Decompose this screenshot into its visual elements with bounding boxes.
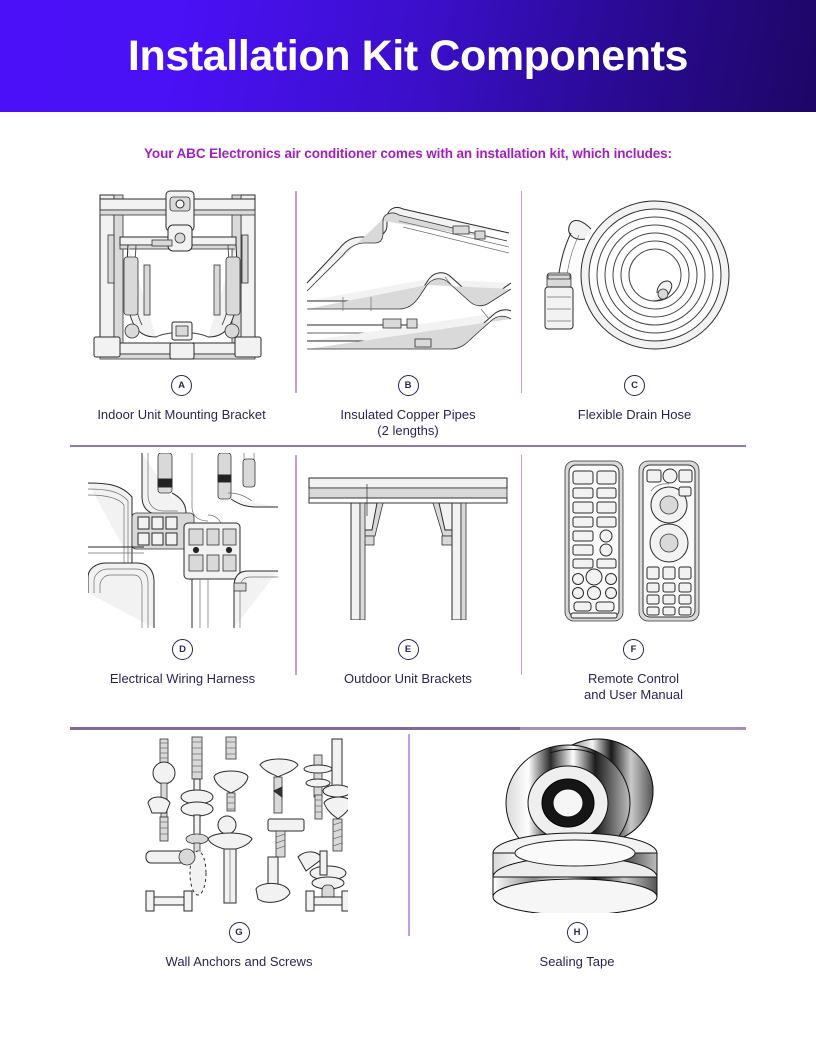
item-caption-d: Electrical Wiring Harness bbox=[110, 671, 255, 687]
sealing-tape-illustration bbox=[418, 730, 736, 916]
vertical-divider bbox=[520, 191, 523, 393]
item-caption-e: Outdoor Unit Brackets bbox=[344, 671, 472, 687]
wiring-harness-illustration bbox=[80, 447, 285, 633]
item-caption-g: Wall Anchors and Screws bbox=[166, 954, 313, 970]
item-badge-h: H bbox=[566, 921, 588, 943]
item-badge-a: A bbox=[171, 375, 192, 396]
component-cell-d[interactable]: D Electrical Wiring Harness bbox=[70, 447, 295, 727]
component-cell-g[interactable]: G Wall Anchors and Screws bbox=[70, 730, 408, 990]
item-label-d: Electrical Wiring Harness bbox=[109, 671, 256, 687]
component-cell-c[interactable]: C Flexible Drain Hose bbox=[523, 183, 746, 445]
item-badge-e: E bbox=[397, 639, 419, 661]
page-title: Installation Kit Components bbox=[127, 31, 689, 80]
item-label-g: Wall Anchors and Screws bbox=[165, 953, 313, 969]
item-badge-d: D bbox=[172, 639, 193, 661]
item-label-f-line2: and User Manual bbox=[584, 686, 683, 702]
item-badge-b: B bbox=[397, 375, 419, 396]
component-cell-a[interactable]: A Indoor Unit Mounting Bracket bbox=[70, 183, 293, 445]
item-label-e: Outdoor Unit Brackets bbox=[344, 671, 472, 687]
vertical-divider bbox=[408, 733, 410, 936]
drain-hose-illustration bbox=[533, 183, 736, 369]
item-label-b: Insulated Copper Pipes bbox=[340, 407, 476, 422]
subtitle-container: Your ABC Electronics air conditioner com… bbox=[0, 112, 816, 183]
vertical-divider bbox=[295, 455, 297, 676]
item-label-a: Indoor Unit Mounting Bracket bbox=[97, 407, 266, 422]
horizontal-divider bbox=[70, 727, 746, 730]
outdoor-brackets-illustration bbox=[305, 447, 511, 633]
item-label-h: Sealing Tape bbox=[539, 953, 615, 969]
item-caption-b: Insulated Copper Pipes (2 lengths) bbox=[340, 407, 475, 438]
item-caption-c: Flexible Drain Hose bbox=[578, 407, 691, 423]
component-cell-e[interactable]: E Outdoor Unit Brackets bbox=[295, 447, 521, 727]
item-label-b-line2: (2 lengths) bbox=[377, 422, 439, 438]
vertical-divider bbox=[295, 191, 297, 393]
components-grid: A Indoor Unit Mounting Bracket bbox=[0, 183, 816, 990]
item-caption-f: Remote Control and User Manual bbox=[584, 671, 683, 702]
horizontal-divider bbox=[70, 445, 746, 448]
component-cell-f[interactable]: F Remote Control and User Manual bbox=[521, 447, 746, 727]
mounting-bracket-illustration bbox=[80, 183, 283, 369]
page-header: Installation Kit Components bbox=[0, 0, 816, 112]
subtitle-text: Your ABC Electronics air conditioner com… bbox=[144, 146, 672, 161]
item-caption-h: Sealing Tape bbox=[540, 954, 615, 970]
component-cell-h[interactable]: H Sealing Tape bbox=[408, 730, 746, 990]
item-badge-g: G bbox=[228, 921, 250, 943]
component-cell-b[interactable]: B Insulated Copper Pipes (2 lengths) bbox=[293, 183, 523, 445]
anchors-screws-illustration bbox=[80, 730, 398, 916]
components-row-2: D Electrical Wiring Harness bbox=[70, 447, 746, 727]
copper-pipes-illustration bbox=[303, 183, 513, 369]
remote-control-illustration bbox=[531, 447, 736, 633]
vertical-divider bbox=[520, 455, 523, 676]
components-row-3: G Wall Anchors and Screws bbox=[70, 730, 746, 990]
item-caption-a: Indoor Unit Mounting Bracket bbox=[97, 407, 265, 423]
item-label-c: Flexible Drain Hose bbox=[577, 407, 692, 422]
item-badge-f: F bbox=[623, 639, 644, 661]
item-label-f: Remote Control bbox=[587, 671, 680, 687]
item-badge-c: C bbox=[624, 375, 645, 396]
components-row-1: A Indoor Unit Mounting Bracket bbox=[70, 183, 746, 445]
